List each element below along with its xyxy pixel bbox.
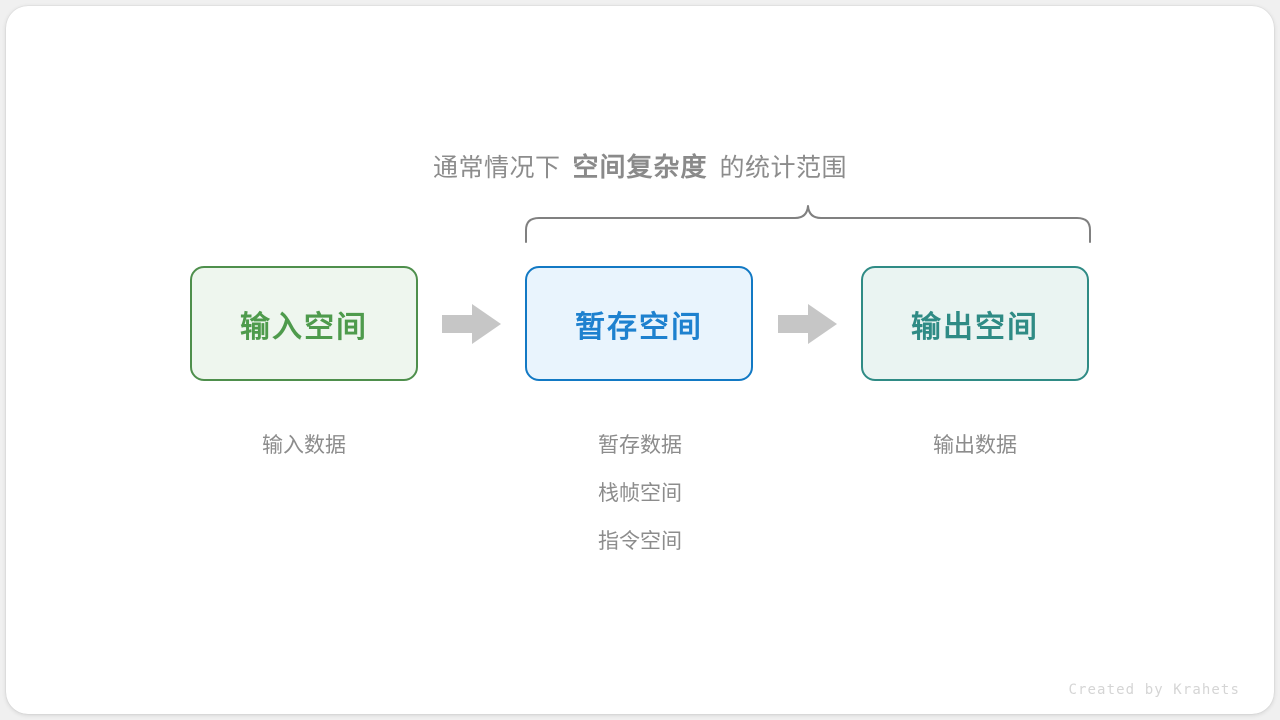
span-brace-icon [525, 205, 1091, 243]
heading-emphasis: 空间复杂度 [572, 152, 708, 182]
caption-line: 输入数据 [262, 434, 346, 457]
arrow-right-icon [778, 304, 837, 344]
stage-box-label: 暂存空间 [575, 310, 703, 344]
diagram-heading: 通常情况下空间复杂度的统计范围 [0, 150, 1280, 185]
stage-box-label: 输出空间 [911, 310, 1039, 344]
stage-box-label: 输入空间 [240, 310, 368, 344]
caption-column-input: 输入数据 [154, 422, 454, 470]
arrow-right-icon [442, 304, 501, 344]
stage-box-temp-space[interactable]: 暂存空间 [525, 266, 753, 381]
watermark-credit: Created by Krahets [1068, 682, 1240, 698]
caption-column-output: 输出数据 [825, 422, 1125, 470]
caption-line: 暂存数据 [598, 434, 682, 457]
caption-line: 输出数据 [933, 434, 1017, 457]
heading-prefix: 通常情况下 [432, 154, 561, 182]
caption-line: 栈帧空间 [598, 482, 682, 505]
stage-box-output-space[interactable]: 输出空间 [861, 266, 1089, 381]
caption-line: 指令空间 [598, 530, 682, 553]
heading-suffix: 的统计范围 [719, 154, 848, 182]
caption-column-temp: 暂存数据 栈帧空间 指令空间 [490, 422, 790, 566]
stage-box-input-space[interactable]: 输入空间 [190, 266, 418, 381]
